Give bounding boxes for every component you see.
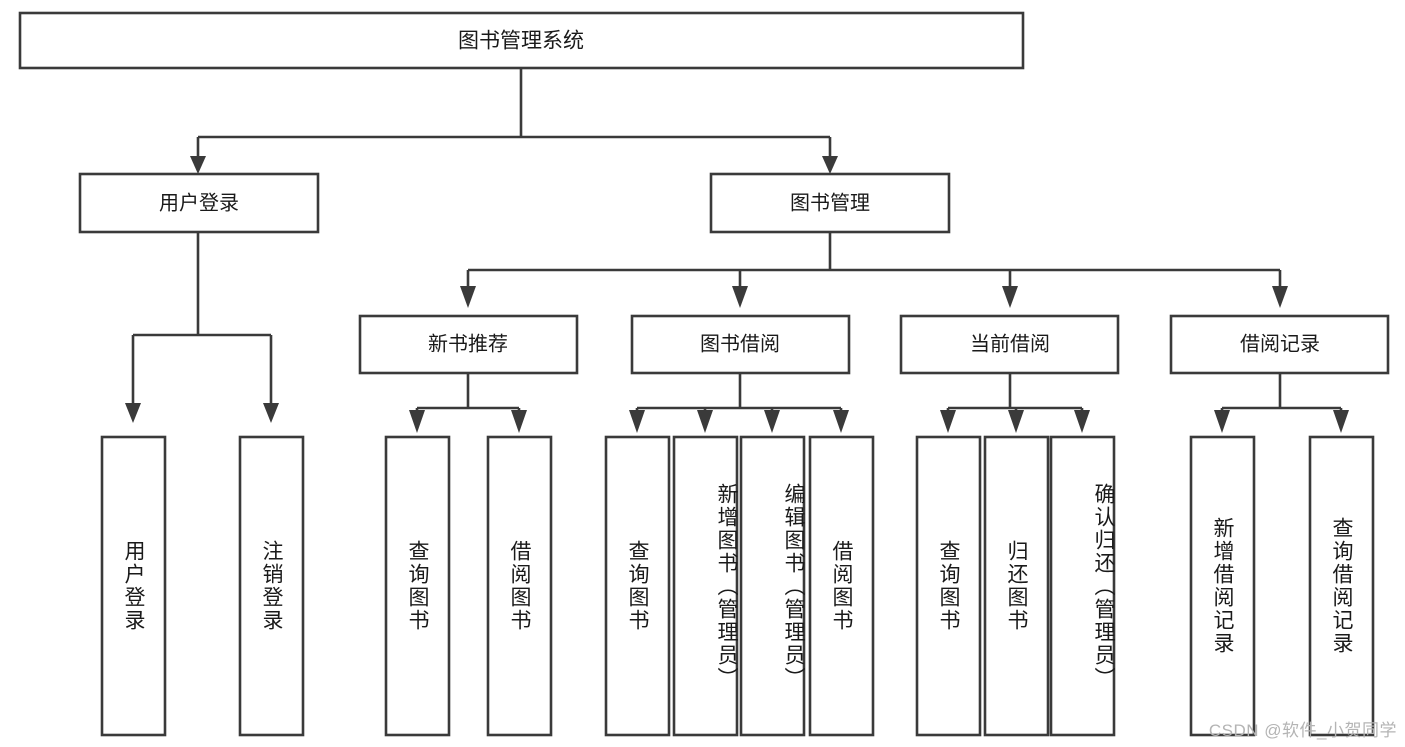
node-new-book-recommend-label: 新书推荐 bbox=[428, 332, 508, 355]
node-user-login[interactable]: 用户登录 bbox=[78, 172, 320, 234]
leaf-label-current-borrow-2: 归还图书 bbox=[1005, 540, 1028, 632]
connector-root-to-level1 bbox=[190, 68, 838, 174]
csdn-watermark: CSDN @软件_小贺同学 bbox=[1208, 721, 1397, 740]
leaf-node-book-borrow-2[interactable] bbox=[672, 435, 739, 737]
leaf-node-new-book-1[interactable] bbox=[384, 435, 451, 737]
leaf-node-book-borrow-1[interactable] bbox=[604, 435, 671, 737]
node-user-login-label: 用户登录 bbox=[159, 191, 239, 214]
leaf-label-borrow-record-2: 查询借阅记录 bbox=[1330, 517, 1353, 655]
leaf-label-new-book-1: 查询图书 bbox=[406, 540, 429, 632]
connector-currentborrow-to-leaves bbox=[940, 373, 1090, 433]
leaf-node-current-borrow-1[interactable] bbox=[915, 435, 982, 737]
node-book-borrow-label: 图书借阅 bbox=[700, 332, 780, 355]
leaf-label-current-borrow-1: 查询图书 bbox=[937, 540, 960, 632]
leaf-label-book-borrow-2: 新增图书（管理员） bbox=[715, 482, 738, 690]
node-book-borrow[interactable]: 图书借阅 bbox=[630, 314, 851, 375]
connector-bookmgmt-to-level2 bbox=[460, 232, 1288, 308]
connector-borrowrecord-to-leaves bbox=[1214, 373, 1349, 433]
leaf-label-new-book-2: 借阅图书 bbox=[508, 540, 531, 632]
leaf-node-borrow-record-1[interactable] bbox=[1189, 435, 1256, 737]
leaf-label-book-borrow-4: 借阅图书 bbox=[830, 540, 853, 632]
connector-bookborrow-to-leaves bbox=[629, 373, 849, 433]
node-current-borrow[interactable]: 当前借阅 bbox=[899, 314, 1120, 375]
connector-userlogin-to-leaves bbox=[125, 232, 279, 423]
connector-newbook-to-leaves bbox=[409, 373, 527, 433]
leaf-node-current-borrow-3[interactable] bbox=[1049, 435, 1116, 737]
node-borrow-records-label: 借阅记录 bbox=[1240, 332, 1320, 355]
node-root-label: 图书管理系统 bbox=[458, 30, 584, 53]
node-book-management-label: 图书管理 bbox=[790, 191, 870, 214]
leaf-node-current-borrow-2[interactable] bbox=[983, 435, 1050, 737]
leaf-label-current-borrow-3: 确认归还（管理员） bbox=[1092, 482, 1115, 690]
node-root[interactable]: 图书管理系统 bbox=[18, 11, 1025, 70]
leaf-label-borrow-record-1: 新增借阅记录 bbox=[1211, 517, 1234, 655]
leaf-node-user-login-2[interactable] bbox=[238, 435, 305, 737]
leaf-node-new-book-2[interactable] bbox=[486, 435, 553, 737]
leaf-label-book-borrow-3: 编辑图书（管理员） bbox=[782, 482, 805, 690]
leaf-label-user-login-2: 注销登录 bbox=[260, 540, 283, 632]
leaf-node-user-login-1[interactable] bbox=[100, 435, 167, 737]
leaf-node-book-borrow-4[interactable] bbox=[808, 435, 875, 737]
node-book-management[interactable]: 图书管理 bbox=[709, 172, 951, 234]
leaf-node-borrow-record-2[interactable] bbox=[1308, 435, 1375, 737]
node-current-borrow-label: 当前借阅 bbox=[970, 332, 1050, 355]
node-borrow-records[interactable]: 借阅记录 bbox=[1169, 314, 1390, 375]
leaf-node-book-borrow-3[interactable] bbox=[739, 435, 806, 737]
leaf-label-book-borrow-1: 查询图书 bbox=[626, 540, 649, 632]
leaf-label-user-login-1: 用户登录 bbox=[122, 540, 145, 632]
node-new-book-recommend[interactable]: 新书推荐 bbox=[358, 314, 579, 375]
